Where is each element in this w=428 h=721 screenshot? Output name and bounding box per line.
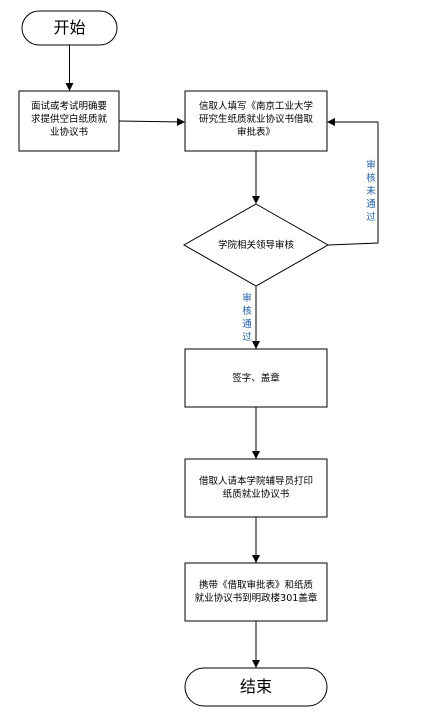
end-label: 结束 (240, 677, 272, 696)
pass-char-2: 核 (242, 305, 252, 317)
fail-char-4: 通 (366, 199, 376, 210)
decision-label: 学院相关领导审核 (218, 239, 295, 251)
start-node: 开始 (21, 10, 118, 46)
request-node: 面试或考试明确要 求提供空白纸质就 业协议书 (18, 90, 120, 152)
request-line-1: 面试或考试明确要 (31, 100, 107, 112)
start-label: 开始 (53, 18, 85, 37)
end-node: 结束 (184, 667, 328, 707)
sign-label: 签字、盖章 (232, 372, 280, 384)
pass-char-3: 通 (242, 319, 252, 330)
request-line-3: 业协议书 (50, 126, 89, 138)
fill-line-2: 研究生纸质就业协议书借取 (199, 113, 314, 125)
fill-line-3: 审批表》 (237, 126, 275, 138)
fail-char-1: 审 (366, 159, 376, 171)
pass-char-1: 审 (242, 292, 252, 304)
print-line-2: 纸质就业协议书 (223, 488, 290, 500)
stamp-node: 携带《借取审批表》和纸质 就业协议书到明政楼301盖章 (184, 562, 328, 622)
loop-line-fail (327, 122, 379, 246)
fail-char-5: 过 (366, 211, 376, 223)
arrow-request-to-fill (118, 117, 185, 126)
print-line-1: 借取人请本学院辅导员打印 (199, 475, 313, 487)
stamp-line-2: 就业协议书到明政楼301盖章 (195, 592, 318, 604)
fail-char-3: 未 (366, 185, 376, 197)
request-line-2: 求提供空白纸质就 (31, 113, 108, 125)
decision-node: 学院相关领导审核 (182, 203, 330, 287)
fill-form-node: 信取人填写《南京工业大学 研究生纸质就业协议书借取 审批表》 (184, 90, 328, 152)
fail-char-2: 核 (366, 172, 376, 184)
pass-char-4: 过 (242, 331, 252, 343)
print-node: 借取人请本学院辅导员打印 纸质就业协议书 (184, 458, 328, 518)
stamp-line-1: 携带《借取审批表》和纸质 (199, 579, 314, 591)
fail-label: 审 核 未 通 过 (366, 159, 376, 223)
sign-node: 签字、盖章 (184, 348, 328, 408)
fill-line-1: 信取人填写《南京工业大学 (199, 100, 313, 112)
pass-label: 审 核 通 过 (242, 292, 252, 343)
